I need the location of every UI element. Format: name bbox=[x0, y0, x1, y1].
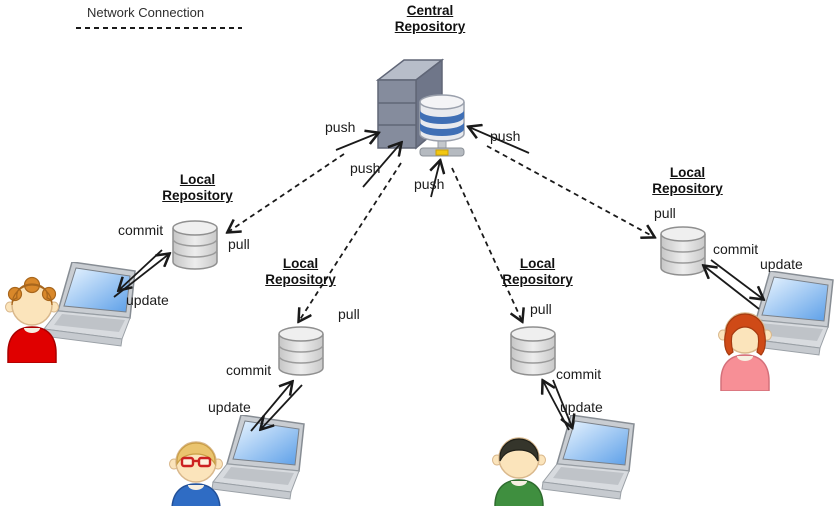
local-repository-database-icon-left bbox=[172, 220, 218, 270]
pull-label-midright: pull bbox=[530, 301, 552, 317]
collar bbox=[188, 485, 204, 490]
repo-title-line1: Local bbox=[519, 256, 556, 271]
local-repository-database-icon-midright bbox=[510, 326, 556, 376]
network-line-pull-midleft bbox=[299, 162, 402, 321]
shirt bbox=[494, 479, 544, 506]
blonde-hair bbox=[176, 442, 216, 467]
local-repository-title-midright: Local Repository bbox=[490, 256, 585, 288]
curly-hair bbox=[7, 276, 57, 306]
local-repository-database-icon-midleft bbox=[278, 326, 324, 376]
commit-label-right: commit bbox=[713, 241, 759, 257]
network-line-pull-left bbox=[228, 153, 345, 232]
shirt bbox=[7, 326, 57, 363]
push-label-bottom: push bbox=[414, 176, 445, 192]
commit-label-left: commit bbox=[118, 222, 164, 238]
update-label-left: update bbox=[126, 292, 169, 308]
legend-label: Network Connection bbox=[87, 5, 205, 20]
black-hair bbox=[499, 438, 539, 462]
repo-title-line2: Repository bbox=[502, 272, 573, 287]
local-repository-title-midleft: Local Repository bbox=[253, 256, 348, 288]
central-title-line2: Repository bbox=[394, 19, 466, 34]
repo-title-line1: Local bbox=[282, 256, 319, 271]
pull-label-left: pull bbox=[228, 236, 250, 252]
update-label-midright: update bbox=[560, 399, 603, 415]
laptop-icon-midright bbox=[541, 415, 635, 500]
user-icon-pink-shirt bbox=[718, 312, 772, 391]
repo-title-line2: Repository bbox=[652, 181, 723, 196]
collar bbox=[511, 481, 527, 486]
pull-label-midleft: pull bbox=[338, 306, 360, 322]
push-label-right: push bbox=[490, 128, 521, 144]
glasses bbox=[180, 456, 212, 468]
pull-label-right: pull bbox=[654, 205, 676, 221]
repo-title-line2: Repository bbox=[265, 272, 336, 287]
network-line-pull-right bbox=[486, 145, 654, 237]
shirt bbox=[720, 354, 770, 391]
central-repository-title: Central Repository bbox=[370, 3, 490, 35]
push-label-midleft: push bbox=[350, 160, 381, 176]
commit-label-midleft: commit bbox=[226, 362, 272, 378]
user-icon-red-shirt bbox=[5, 276, 59, 363]
repo-title-line1: Local bbox=[179, 172, 216, 187]
local-repository-title-left: Local Repository bbox=[150, 172, 245, 204]
user-icon-blue-shirt-glasses bbox=[169, 441, 223, 506]
shirt bbox=[171, 483, 221, 506]
central-server-database-icon bbox=[375, 58, 465, 157]
collar bbox=[24, 328, 40, 333]
user-icon-green-shirt bbox=[492, 437, 546, 506]
local-repository-database-icon-right bbox=[660, 226, 706, 276]
push-label-left: push bbox=[325, 119, 356, 135]
update-label-midleft: update bbox=[208, 399, 251, 415]
local-repository-title-right: Local Repository bbox=[640, 165, 735, 197]
network-line-pull-midright bbox=[451, 167, 522, 321]
collar bbox=[737, 356, 753, 361]
repo-title-line1: Local bbox=[669, 165, 706, 180]
update-label-right: update bbox=[760, 256, 803, 272]
laptop-icon-right bbox=[740, 271, 834, 356]
commit-label-midright: commit bbox=[556, 366, 602, 382]
repo-title-line2: Repository bbox=[162, 188, 233, 203]
auburn-hair bbox=[724, 313, 766, 356]
central-title-line1: Central bbox=[406, 3, 454, 18]
